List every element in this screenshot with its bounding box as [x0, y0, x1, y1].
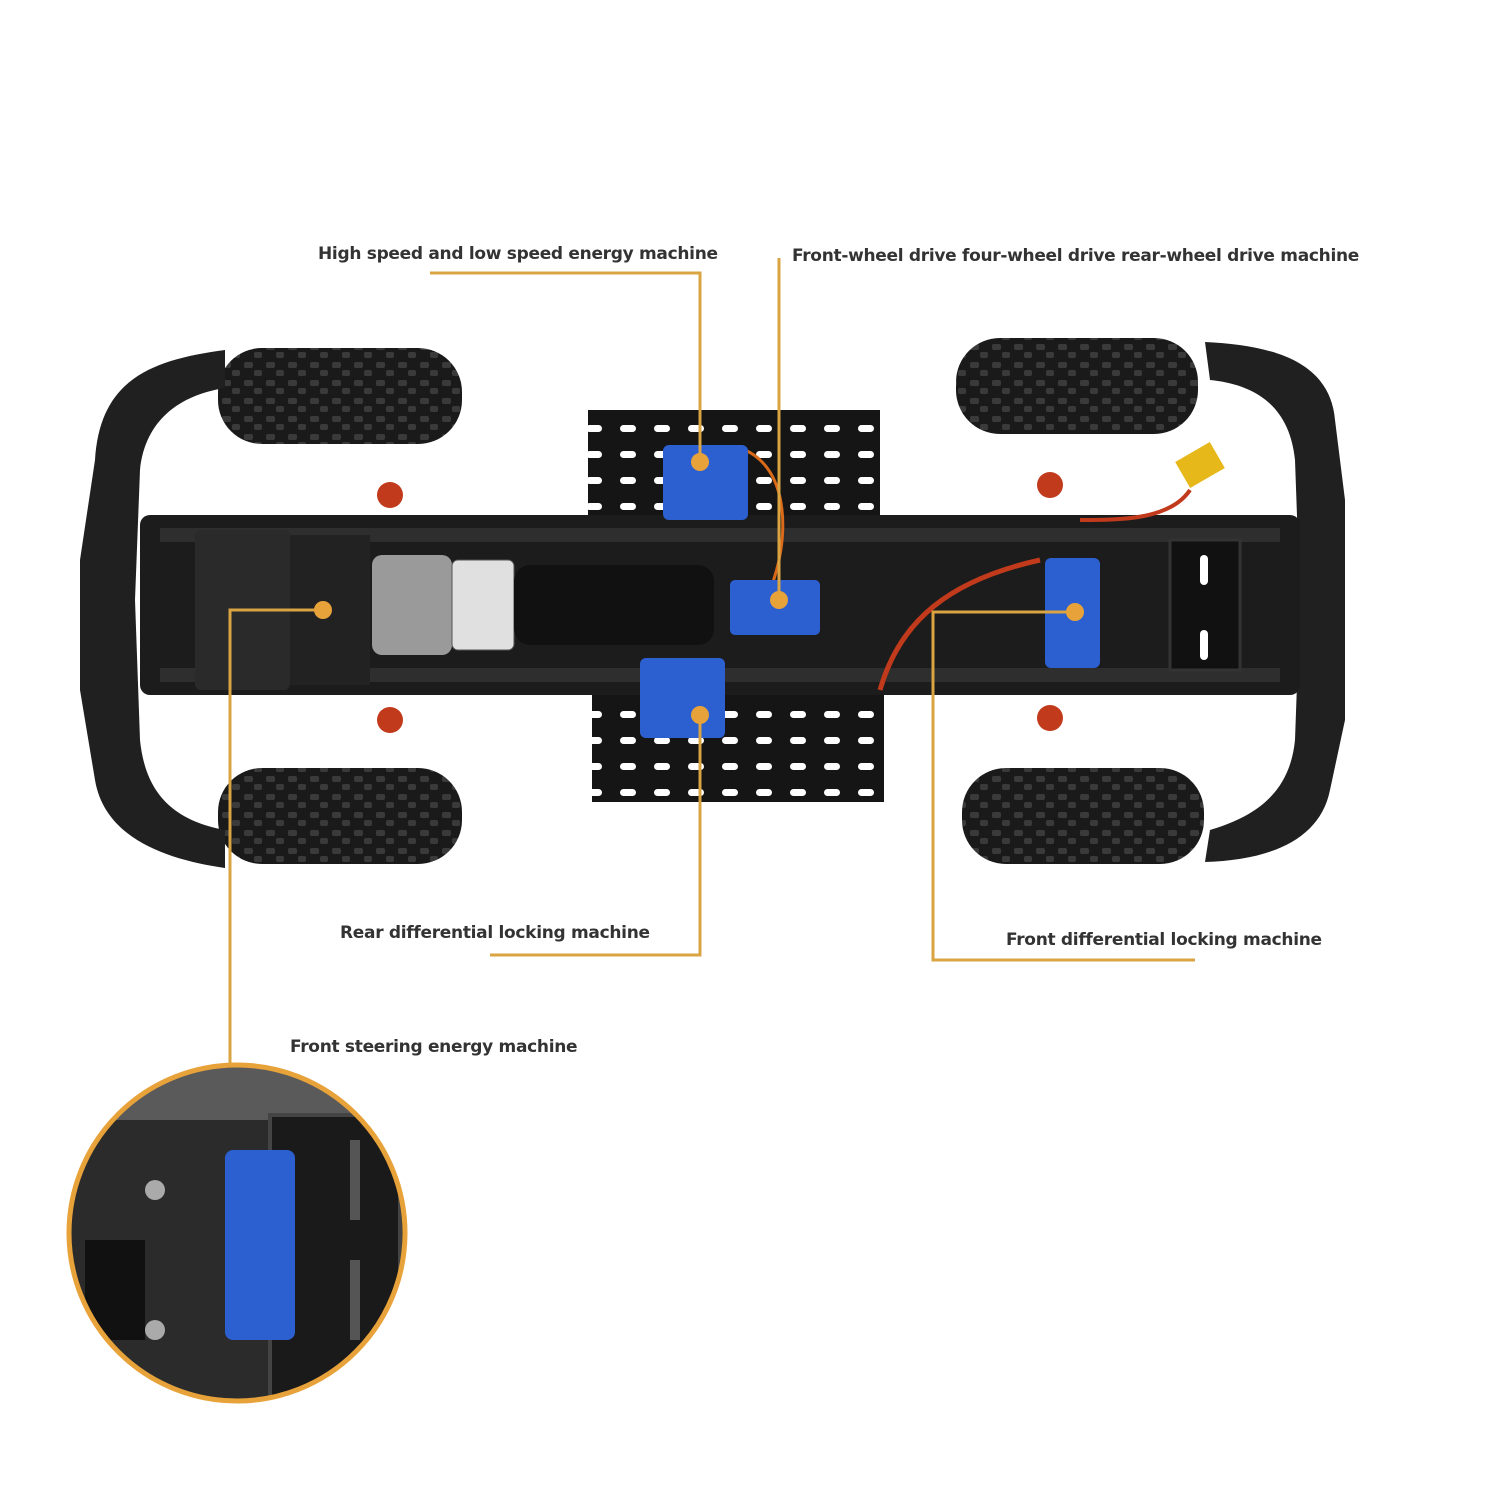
- rear-bumper: [1205, 342, 1345, 862]
- wheel-front-left: [218, 348, 462, 444]
- servo-high-low-speed: [663, 445, 748, 520]
- label-front-diff-lock: Front differential locking machine: [1006, 930, 1322, 950]
- label-high-low-speed: High speed and low speed energy machine: [318, 244, 718, 264]
- skid-plate-bottom: [592, 688, 884, 802]
- motor: [372, 555, 452, 655]
- steering-servo-inset: [66, 1062, 408, 1404]
- label-rear-diff-lock: Rear differential locking machine: [340, 923, 650, 943]
- label-front-steering: Front steering energy machine: [290, 1037, 578, 1057]
- transmission: [514, 565, 714, 645]
- servo-rear-diff: [640, 658, 725, 738]
- wheel-rear-left: [956, 338, 1198, 434]
- callout-dots: [314, 453, 1084, 724]
- leader-lines: [228, 258, 1195, 1068]
- wheel-front-right: [218, 768, 462, 864]
- front-bumper: [80, 350, 225, 868]
- wheel-rear-right: [962, 768, 1204, 864]
- label-drive-mode: Front-wheel drive four-wheel drive rear-…: [792, 246, 1360, 266]
